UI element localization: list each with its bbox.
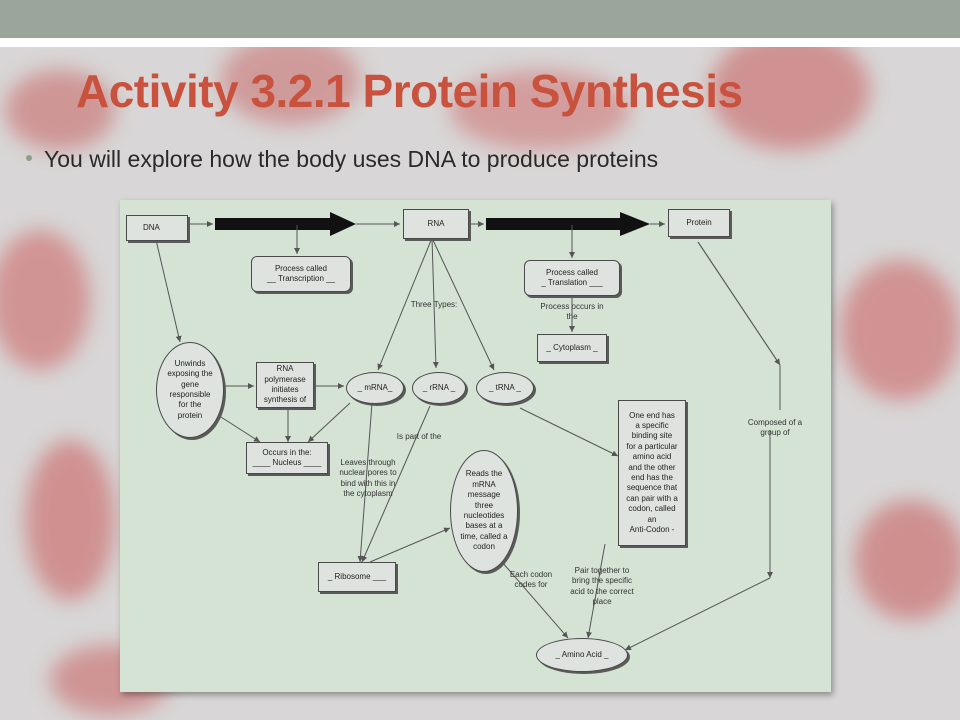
bullet-point: You will explore how the body uses DNA t… bbox=[26, 146, 658, 173]
occurs-in-label: Process occurs in the bbox=[540, 302, 604, 322]
pair-together-label: Pair together to bring the specific acid… bbox=[570, 566, 634, 607]
dna-node: DNA bbox=[126, 215, 188, 241]
rna-node: RNA bbox=[403, 209, 469, 239]
slide-title: Activity 3.2.1 Protein Synthesis bbox=[76, 65, 743, 117]
composed-of-label: Composed of a group of bbox=[747, 418, 803, 438]
is-part-of-label: Is part of the bbox=[396, 432, 442, 441]
rna-to-protein-big-arrow bbox=[486, 212, 650, 236]
reads-codon-node: Reads the mRNA message three nucleotides… bbox=[450, 450, 518, 572]
protein-node: Protein bbox=[668, 209, 730, 237]
leaves-through-label: Leaves through nuclear pores to bind wit… bbox=[339, 458, 397, 499]
top-accent-bar bbox=[0, 0, 960, 38]
transcription-node: Process called __ Transcription __ bbox=[251, 256, 351, 292]
anticodon-node: One end has a specific binding site for … bbox=[618, 400, 686, 546]
bullet-text: You will explore how the body uses DNA t… bbox=[44, 146, 659, 172]
cytoplasm-node: _ Cytoplasm _ bbox=[537, 334, 607, 362]
translation-node: Process called _ Translation ___ bbox=[524, 260, 620, 296]
three-types-label: Three Types: bbox=[410, 300, 458, 309]
top-divider bbox=[0, 38, 960, 47]
connector-lines bbox=[155, 212, 781, 651]
each-codon-label: Each codon codes for bbox=[509, 570, 553, 590]
bullet-dot-icon bbox=[26, 154, 32, 161]
amino-acid-node: _ Amino Acid _ bbox=[536, 638, 628, 672]
rna-polymerase-node: RNA polymerase initiates synthesis of bbox=[256, 362, 314, 408]
dna-to-rna-big-arrow bbox=[215, 212, 356, 236]
ribosome-node: _ Ribosome ___ bbox=[318, 562, 396, 592]
concept-map: DNA RNA Protein Process called __ Transc… bbox=[120, 200, 831, 692]
trna-node: _ tRNA _ bbox=[476, 372, 534, 404]
unwinds-node: Unwinds exposing the gene responsible fo… bbox=[156, 342, 224, 438]
rrna-node: _ rRNA _ bbox=[412, 372, 466, 404]
nucleus-node: Occurs in the: ____ Nucleus ____ bbox=[246, 442, 328, 474]
mrna-node: _ mRNA_ bbox=[346, 372, 404, 404]
